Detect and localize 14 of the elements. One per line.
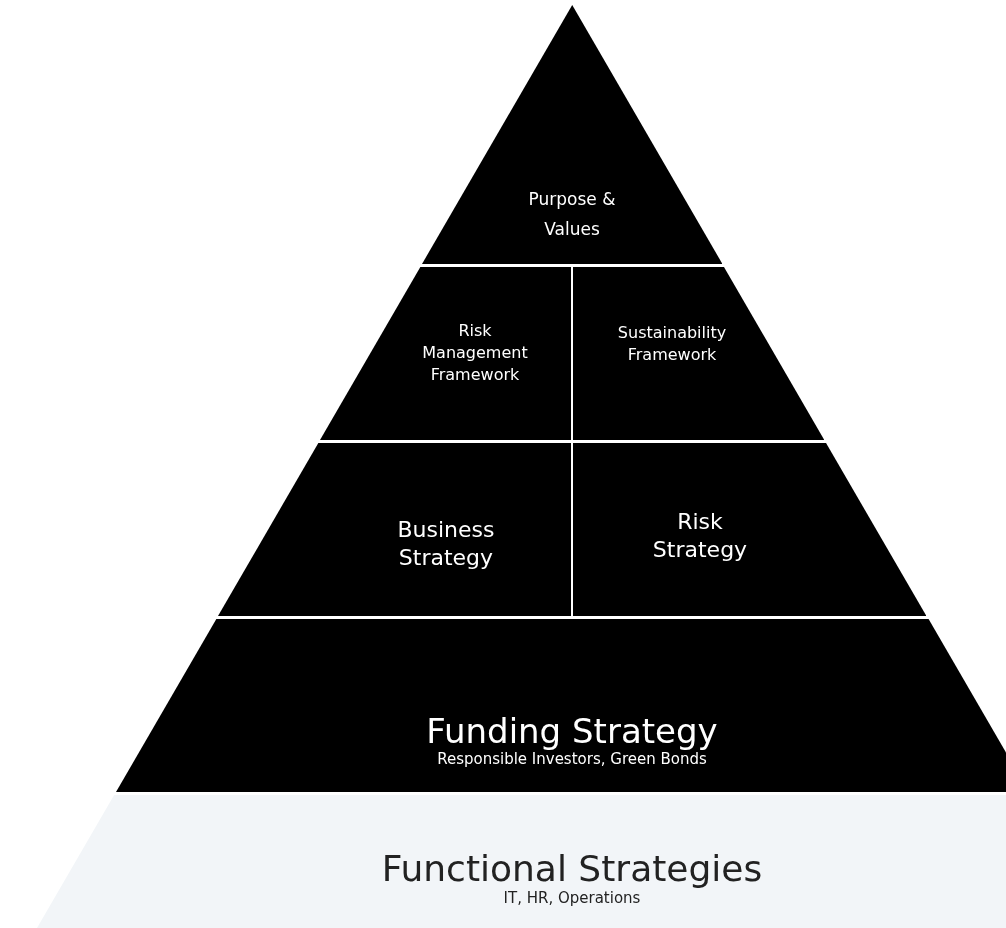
tier-label: Sustainability Framework	[616, 322, 728, 366]
tier-label: Business Strategy	[396, 516, 496, 572]
tier-sublabel: Responsible Investors, Green Bonds	[437, 750, 707, 768]
pyramid-tier	[319, 267, 571, 440]
pyramid-tier	[217, 443, 571, 616]
tier-label: Risk Management Framework	[421, 320, 529, 386]
tier-label: Purpose & Values	[527, 188, 617, 241]
pyramid-tier	[115, 619, 1006, 792]
pyramid-tier	[573, 443, 927, 616]
tier-label: Risk Strategy	[651, 508, 749, 564]
pyramid-tier	[421, 5, 723, 264]
tier-sublabel: IT, HR, Operations	[503, 889, 641, 907]
pyramid-tier	[573, 267, 825, 440]
tier-label: Functional Strategies	[381, 849, 763, 889]
